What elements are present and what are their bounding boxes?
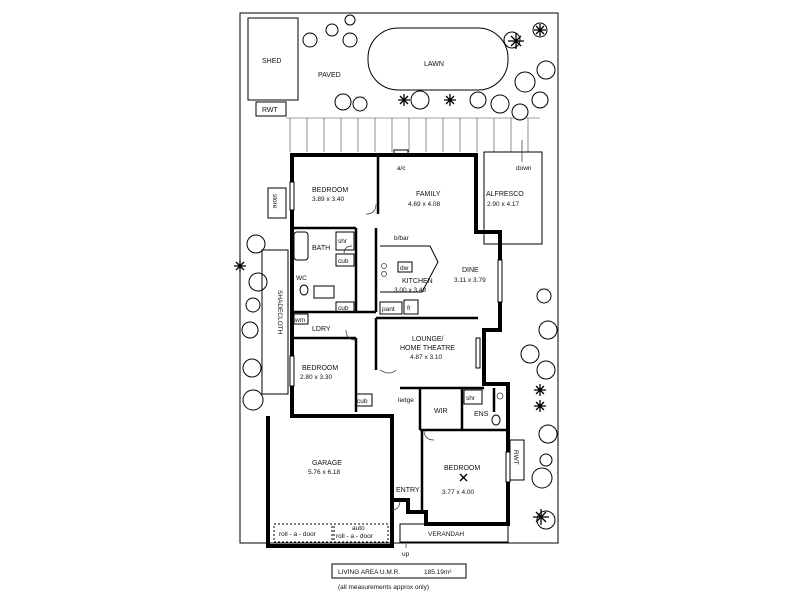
- shadecloth-label: SHADECLOTH: [276, 290, 283, 335]
- entry-label: ENTRY: [396, 487, 420, 494]
- alfresco-name: ALFRESCO: [486, 191, 524, 198]
- cub2-label: cub: [338, 305, 349, 312]
- verandah-label: VERANDAH: [428, 531, 464, 538]
- paving-lines: [286, 117, 540, 152]
- bedroom1-dims: 3.89 x 3.40: [312, 196, 345, 203]
- ac-label: a/c: [397, 165, 406, 172]
- bedroom2-name: BEDROOM: [302, 365, 338, 372]
- ac-unit: [393, 149, 409, 157]
- bbar-label: b/bar: [394, 235, 410, 242]
- garage-door-1: [273, 523, 333, 543]
- shr2-label: shr: [466, 395, 476, 402]
- ens-label: ENS: [474, 411, 489, 418]
- store-box: [267, 187, 287, 219]
- bedroom1-name: BEDROOM: [312, 187, 348, 194]
- alfresco-dims: 2.90 x 4.17: [487, 201, 520, 208]
- auto-label: auto: [352, 525, 365, 532]
- dine-name: DINE: [462, 267, 479, 274]
- shr2-box: [463, 389, 483, 405]
- alfresco-area: [483, 151, 543, 245]
- rwt-top-box: [255, 101, 287, 117]
- lawn: [367, 27, 509, 91]
- bedroom2-dims: 2.80 x 3.30: [300, 374, 333, 381]
- living-area-label: LIVING AREA U.M.R.: [338, 569, 400, 576]
- fridge-box: [403, 299, 419, 315]
- lounge-name: LOUNGE/: [412, 336, 444, 343]
- palm-icons: [234, 24, 549, 525]
- lounge-name2: HOME THEATRE: [400, 345, 455, 352]
- garage-dims: 5.76 x 6.18: [308, 469, 341, 476]
- wc-label: WC: [296, 275, 307, 282]
- bathtub: [293, 231, 309, 261]
- lounge-dims: 4.87 x 3.10: [410, 354, 443, 361]
- ens-toilet-icon: [491, 414, 501, 426]
- cub3-label: cub: [357, 398, 368, 405]
- windows: [289, 181, 511, 483]
- rolldoor-1-label: roll - a - door: [279, 531, 317, 538]
- paved-label: PAVED: [318, 72, 341, 79]
- bath-label: BATH: [312, 245, 330, 252]
- measurements-note: (all measurements approx only): [338, 584, 429, 591]
- kitchen-name: KITCHEN: [402, 278, 433, 285]
- wir-label: WIR: [434, 408, 448, 415]
- door-swings: [343, 203, 435, 511]
- shadecloth-area: [261, 249, 289, 395]
- cooktop-icon: [381, 263, 387, 277]
- basin-icon: [496, 392, 504, 400]
- vanity: [313, 285, 335, 299]
- lawn-label: LAWN: [424, 61, 444, 68]
- pantry-label: pant: [382, 306, 395, 313]
- up-label: up: [402, 551, 410, 558]
- cub2-box: [335, 301, 355, 313]
- toilet-icon: [299, 284, 309, 296]
- ledge-label: ledge: [398, 397, 414, 404]
- dw-label: dw: [400, 265, 409, 272]
- dw-box: [397, 261, 413, 273]
- living-area-box: [331, 563, 467, 579]
- store-label: store: [271, 194, 278, 209]
- cub1-label: cub: [338, 258, 349, 265]
- rwt-top-label: RWT: [262, 107, 279, 114]
- master-name: BEDROOM: [444, 465, 480, 472]
- master-dims: 3.77 x 4.00: [442, 489, 475, 496]
- kitchen-bench: [380, 245, 439, 293]
- cub1-box: [335, 253, 355, 267]
- site-boundary: [239, 12, 559, 544]
- rolldoor-2-label: roll - a - door: [336, 533, 374, 540]
- garage-walls: [266, 416, 394, 548]
- ceiling-fan-icon: [459, 473, 468, 482]
- shed-label: SHED: [262, 58, 281, 65]
- verandah-area: [399, 523, 509, 543]
- kitchen-dims: 3.00 x 3.48: [394, 287, 427, 294]
- rwt-side-label: RWT: [512, 450, 519, 465]
- ldry-label: LDRY: [312, 326, 331, 333]
- down-label: down: [516, 165, 532, 172]
- fridge-label: fr: [407, 305, 412, 312]
- garage-name: GARAGE: [312, 460, 342, 467]
- wm-box: [293, 313, 309, 325]
- shr1-label: shr: [338, 238, 348, 245]
- shed: [247, 17, 299, 101]
- dine-dims: 3.11 x 3.79: [454, 277, 486, 284]
- pantry-box: [379, 301, 403, 315]
- wm-label: wm: [294, 317, 305, 324]
- cub3-box: [355, 393, 373, 407]
- family-name: FAMILY: [416, 191, 441, 198]
- living-area-value: 185.19m²: [424, 569, 452, 576]
- family-dims: 4.69 x 4.08: [408, 201, 441, 208]
